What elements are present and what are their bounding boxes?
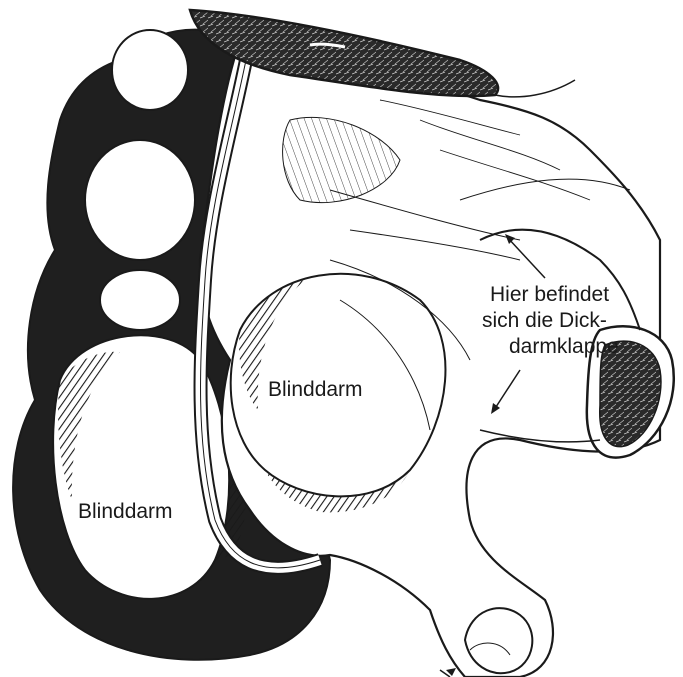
label-blinddarm-left: Blinddarm xyxy=(78,500,173,524)
label-valve-line2: sich die Dick- xyxy=(482,309,607,333)
appendix-arrow xyxy=(440,668,456,677)
label-valve-line3: darmklappe xyxy=(509,335,619,359)
label-valve-line1: Hier befindet xyxy=(490,283,609,307)
label-blinddarm-center: Blinddarm xyxy=(268,378,363,402)
